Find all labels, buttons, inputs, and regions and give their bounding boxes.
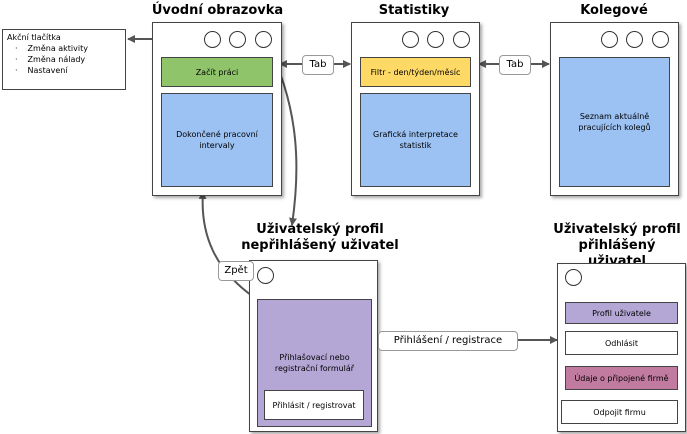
stats-screen: Filtr - den/týden/měsíc Grafická interpr…	[351, 22, 480, 196]
home-screen: Začít práci Dokončené pracovní intervaly	[152, 22, 282, 196]
back-label: Zpět	[218, 261, 254, 281]
colleagues-screen: Seznam aktuálně pracujících kolegů	[550, 22, 679, 196]
user-profile-button[interactable]: Profil uživatele	[565, 302, 678, 324]
mood-icon[interactable]	[427, 31, 444, 48]
disconnect-company-button[interactable]: Odpojit firmu	[561, 400, 678, 424]
mood-icon[interactable]	[626, 31, 643, 48]
colleagues-title: Kolegové	[580, 3, 648, 18]
action-item-activity: Změna aktivity	[28, 43, 121, 54]
tab-label-stats-colleagues: Tab	[499, 55, 531, 75]
action-buttons-list: Změna aktivity Změna nálady Nastavení	[7, 43, 121, 76]
profile-logged-in-screen: Profil uživatele Odhlásit Údaje o připoj…	[557, 263, 686, 432]
profile-icon[interactable]	[453, 31, 470, 48]
profile-out-title-line2: nepřihlášený uživatel	[241, 238, 399, 253]
action-item-settings: Nastavení	[28, 65, 121, 76]
stats-title: Statistiky	[378, 3, 450, 18]
period-filter[interactable]: Filtr - den/týden/měsíc	[360, 57, 471, 87]
action-buttons-heading: Akční tlačítka	[7, 33, 61, 42]
login-register-button[interactable]: Přihlásit / registrovat	[264, 390, 364, 420]
home-title: Úvodní obrazovka	[151, 3, 284, 18]
avatar-placeholder	[257, 267, 274, 284]
company-data-panel[interactable]: Údaje o připojené firmě	[565, 366, 678, 390]
completed-intervals-panel: Dokončené pracovní intervaly	[161, 93, 273, 187]
arrow-back-to-home	[198, 191, 256, 299]
profile-in-title-line1: Uživatelský profil	[553, 222, 681, 237]
start-work-button[interactable]: Začít práci	[161, 57, 273, 87]
logout-button[interactable]: Odhlásit	[565, 331, 678, 355]
activity-icon[interactable]	[601, 31, 618, 48]
form-label: Přihlašovací nebo registrační formulář	[274, 353, 355, 373]
action-item-mood: Změna nálady	[28, 54, 121, 65]
profile-icon[interactable]	[652, 31, 669, 48]
activity-icon[interactable]	[402, 31, 419, 48]
profile-logged-out-screen: Přihlašovací nebo registrační formulář P…	[249, 260, 378, 432]
avatar-placeholder	[565, 269, 582, 286]
action-buttons-note: Akční tlačítka Změna aktivity Změna nála…	[2, 29, 126, 90]
active-colleagues-list: Seznam aktuálně pracujících kolegů	[559, 57, 670, 187]
profile-icon[interactable]	[255, 31, 272, 48]
tab-label-home-stats: Tab	[302, 55, 334, 75]
mood-icon[interactable]	[229, 31, 246, 48]
profile-out-title-line1: Uživatelský profil	[256, 222, 384, 237]
activity-icon[interactable]	[204, 31, 221, 48]
statistics-graphic-panel: Grafická interpretace statistik	[360, 93, 471, 187]
login-registration-label: Přihlášení / registrace	[378, 331, 518, 351]
